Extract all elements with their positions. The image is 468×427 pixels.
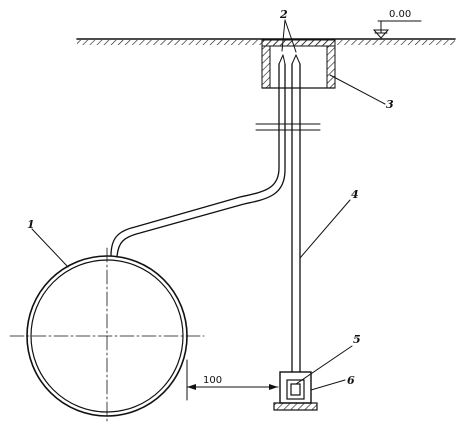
elevation-label: 0.00: [389, 9, 411, 20]
callout-3: 3: [386, 98, 394, 111]
callout-1: 1: [27, 218, 35, 231]
dimension-line: 100: [186, 359, 279, 401]
protective-box: [261, 39, 336, 89]
callout-6: 6: [347, 374, 355, 387]
tube-caps: [278, 54, 301, 65]
pipeline: [9, 247, 205, 425]
break-lines: [255, 123, 321, 131]
electrode-housing: [273, 371, 318, 411]
callout-5: 5: [353, 333, 361, 346]
dimension-label: 100: [203, 375, 222, 386]
conduit-to-pipe: [110, 63, 286, 258]
callout-2: 2: [279, 8, 288, 21]
conduit-to-electrode: [291, 63, 301, 373]
elevation-marker: 0.00: [372, 9, 422, 39]
callout-4: 4: [351, 188, 359, 201]
reference-electrode: [286, 379, 305, 400]
leader-lines: [31, 19, 386, 391]
